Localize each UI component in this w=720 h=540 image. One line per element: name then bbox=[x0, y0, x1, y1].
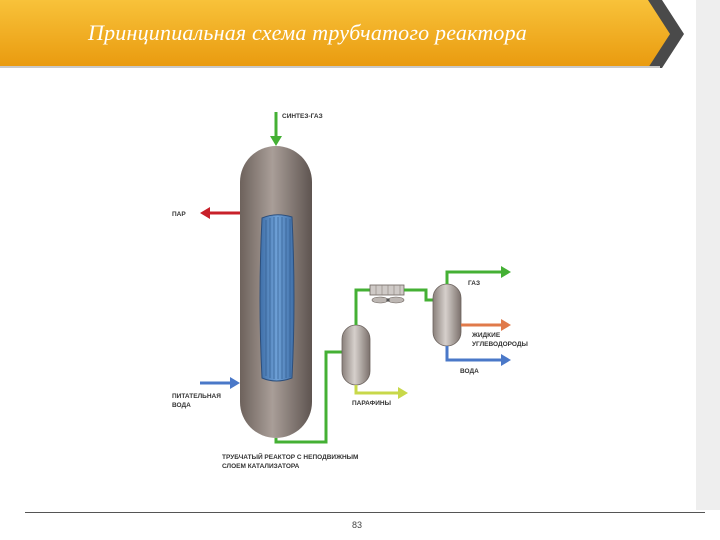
paraffins-outlet-line bbox=[354, 385, 408, 399]
syngas-label: СИНТЕЗ-ГАЗ bbox=[282, 113, 323, 120]
gas-label: ГАЗ bbox=[468, 280, 480, 287]
gas-outlet-line bbox=[445, 266, 511, 284]
syngas-inlet-line bbox=[270, 112, 282, 146]
side-stripe bbox=[696, 0, 720, 510]
liquid-hc-label-line1: ЖИДКИЕ bbox=[471, 332, 501, 339]
liquid-hc-label-line2: УГЛЕВОДОРОДЫ bbox=[472, 341, 528, 348]
water-label: ВОДА bbox=[460, 368, 479, 375]
tube-bundle bbox=[259, 214, 295, 382]
cold-separator bbox=[432, 283, 462, 347]
slide-title: Принципиальная схема трубчатого реактора bbox=[88, 20, 528, 45]
reactor-caption-line2: СЛОЕМ КАТАЛИЗАТОРА bbox=[222, 463, 300, 470]
reactor-caption-line1: ТРУБЧАТЫЙ РЕАКТОР С НЕПОДВИЖНЫМ bbox=[222, 452, 358, 461]
steam-label: ПАР bbox=[172, 211, 186, 218]
title-banner bbox=[0, 0, 684, 68]
feed-water-label-line1: ПИТАТЕЛЬНАЯ bbox=[172, 393, 221, 400]
feed-water-inlet-line bbox=[200, 377, 240, 389]
separator-to-cooler-line bbox=[354, 288, 370, 325]
footer-divider bbox=[25, 512, 705, 513]
steam-outlet-line bbox=[200, 207, 240, 219]
fan-icon bbox=[371, 296, 405, 304]
water-outlet-line bbox=[445, 346, 511, 366]
hot-separator bbox=[341, 324, 371, 386]
liquid-hc-outlet-line bbox=[461, 319, 511, 331]
feed-water-label-line2: ВОДА bbox=[172, 402, 191, 409]
page-number: 83 bbox=[352, 520, 363, 530]
paraffins-label: ПАРАФИНЫ bbox=[352, 400, 391, 407]
reactor-to-separator-line bbox=[274, 350, 342, 444]
cooler-to-separator-line bbox=[404, 288, 434, 302]
air-cooler bbox=[369, 284, 405, 296]
